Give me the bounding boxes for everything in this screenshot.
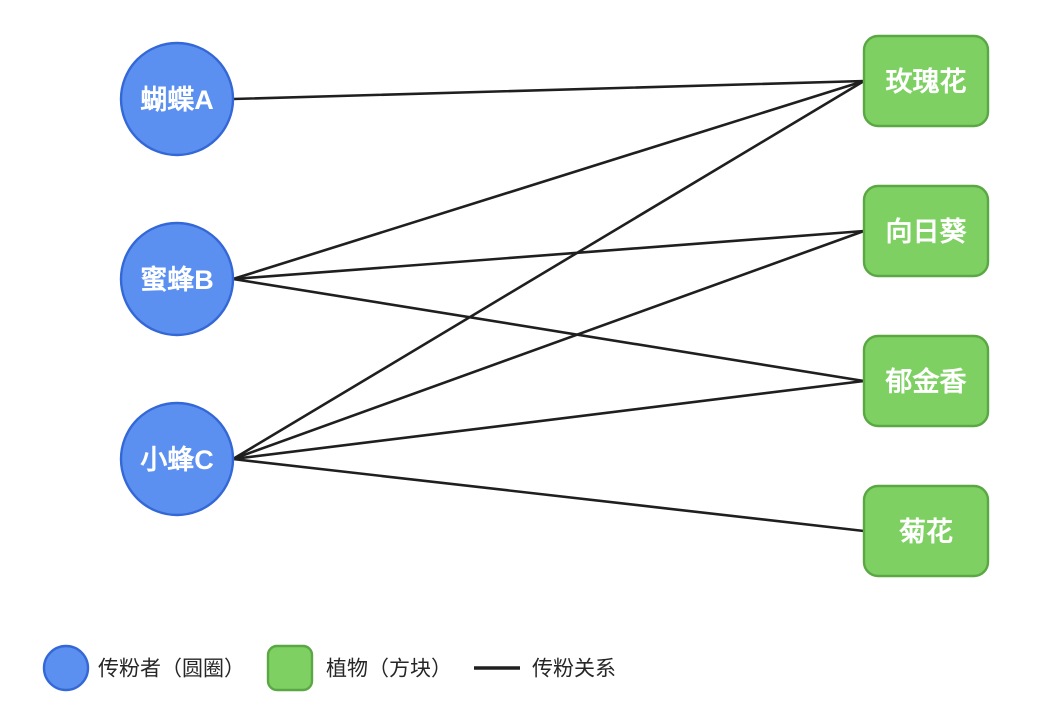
plant-rect-tulip	[862, 334, 990, 428]
edge-B-to-tulip[interactable]	[231, 277, 866, 383]
edge-C-to-sunflower[interactable]	[231, 229, 866, 461]
plant-label-chrysanthemum: 菊花	[899, 517, 953, 547]
edge-C-to-chrysanthemum[interactable]	[231, 457, 866, 533]
plant-rect-rose	[862, 34, 990, 128]
plant-label-rose: 玫瑰花	[886, 67, 967, 97]
pollinator-circle-B	[119, 221, 235, 337]
plant-node-tulip[interactable]: 郁金香	[862, 334, 990, 428]
legend: 传粉者（圆圈） 植物（方块） 传粉关系	[42, 644, 616, 692]
plant-rect-sunflower	[862, 184, 990, 278]
pollinator-label-A: 蝴蝶A	[140, 85, 214, 115]
legend-pollinator-swatch-icon	[42, 644, 90, 692]
plant-rect-chrysanthemum	[862, 484, 990, 578]
plant-label-tulip: 郁金香	[885, 366, 967, 397]
edge-B-to-rose[interactable]	[231, 79, 866, 281]
pollinator-circle-C	[119, 401, 235, 517]
legend-plant-label: 植物（方块）	[326, 658, 452, 681]
plant-node-chrysanthemum[interactable]: 菊花	[862, 484, 990, 578]
edge-C-to-tulip[interactable]	[231, 379, 866, 461]
legend-pollinator-label: 传粉者（圆圈）	[98, 658, 245, 681]
pollinator-label-C: 小蜂C	[140, 445, 214, 475]
pollinator-circle-A	[119, 41, 235, 157]
legend-relation-label: 传粉关系	[532, 658, 616, 681]
pollinator-node-B[interactable]: 蜜蜂B	[119, 221, 235, 337]
legend-plant-swatch-icon	[266, 644, 314, 692]
plant-node-sunflower[interactable]: 向日葵	[862, 184, 990, 278]
edge-C-to-rose[interactable]	[231, 79, 866, 461]
pollinator-node-A[interactable]: 蝴蝶A	[119, 41, 235, 157]
pollinator-node-C[interactable]: 小蜂C	[119, 401, 235, 517]
plant-label-sunflower: 向日葵	[886, 216, 968, 247]
edges-layer	[231, 79, 866, 533]
edge-B-to-sunflower[interactable]	[231, 229, 866, 281]
edge-A-to-rose[interactable]	[231, 79, 866, 101]
plant-node-rose[interactable]: 玫瑰花	[862, 34, 990, 128]
pollinator-label-B: 蜜蜂B	[140, 265, 214, 295]
